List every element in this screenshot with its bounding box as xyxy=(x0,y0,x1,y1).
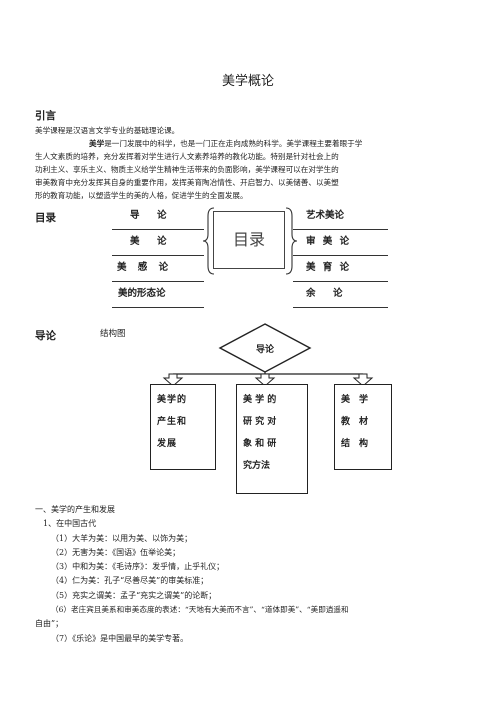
toc-heading: 目录 xyxy=(35,212,56,224)
toc-left-item-2[interactable]: 美 论 xyxy=(130,236,171,247)
toc-left-underline-4 xyxy=(112,307,204,308)
toc-right-item-4[interactable]: 余 论 xyxy=(306,288,347,299)
bold-term: 美学 xyxy=(89,139,105,148)
toc-left-item-4[interactable]: 美的形态论 xyxy=(118,288,166,299)
structure-heading: 导论 xyxy=(35,330,56,342)
structure-box-research[interactable]: 美 学 的 研 究 对 象 和 研 究方法 xyxy=(236,384,308,494)
arrow-down-icon xyxy=(254,373,276,387)
structure-box-research-line-1: 美 学 的 xyxy=(243,395,277,405)
structure-subheading: 结构图 xyxy=(100,329,126,339)
intro-line-3: 生人文素质的培养，充分发挥着对学生进行人文素养培养的教化功能。特别是针对社会上的 xyxy=(35,152,339,161)
toc-center-box: 目录 xyxy=(213,211,285,269)
section-1: 一、美学的产生和发展 1、在中国古代 （1）大羊为美：以用为美、以饰为美； （2… xyxy=(35,503,465,646)
list-item: （3）中和为美：《毛诗序》：发乎情，止乎礼仪； xyxy=(51,562,225,572)
structure-top-label: 导论 xyxy=(255,345,274,354)
structure-box-textbook-line-1: 美 学 xyxy=(341,395,369,405)
structure-box-origin-line-1: 美学的 xyxy=(157,395,188,405)
section-title: 一、美学的产生和发展 xyxy=(35,505,115,514)
toc-right-underline-2 xyxy=(293,255,388,256)
toc-left-underline-1 xyxy=(112,229,204,230)
structure-connectors xyxy=(162,323,374,387)
list-item-continuation: 自由”； xyxy=(35,619,64,629)
toc-right-item-1[interactable]: 艺术美论 xyxy=(306,210,345,221)
toc-right-underline-1 xyxy=(293,229,388,230)
toc-left-underline-3 xyxy=(112,281,204,282)
intro-line-1: 美学课程是汉语言文学专业的基础理论课。 xyxy=(35,126,180,135)
structure-box-textbook-line-3: 结 构 xyxy=(341,439,369,449)
intro-paragraph: 美学课程是汉语言文学专业的基础理论课。 美学是一门发展中的科学，也是一门正在走向… xyxy=(35,124,465,202)
toc-right-item-2[interactable]: 审 美 论 xyxy=(306,236,352,247)
list-item: （2）无害为美：《国语》伍举论美； xyxy=(51,547,181,557)
structure-box-origin-line-2: 产生和 xyxy=(157,417,188,427)
list-item: （1）大羊为美：以用为美、以饰为美； xyxy=(51,533,193,543)
list-item: （5）充实之谓美：孟子“充实之谓美”的论断； xyxy=(51,590,217,600)
arrow-down-icon xyxy=(162,373,184,387)
toc-left-item-1[interactable]: 导 论 xyxy=(130,210,171,221)
toc-left-item-3[interactable]: 美 感 论 xyxy=(117,262,173,273)
arrow-down-icon xyxy=(352,373,374,387)
intro-heading: 引言 xyxy=(35,110,56,122)
structure-box-origin[interactable]: 美学的 产生和 发展 xyxy=(150,384,216,470)
structure-box-research-line-4: 究方法 xyxy=(243,461,271,471)
list-item: （4）仁为美：孔子“尽善尽美”的审美标准； xyxy=(51,576,209,586)
structure-box-textbook[interactable]: 美 学 教 材 结 构 xyxy=(334,384,392,470)
intro-line-6: 形的教育功能，以塑造学生的美的人格，促进学生的全面发展。 xyxy=(35,191,248,200)
toc-left-underline-2 xyxy=(112,255,204,256)
toc-right-underline-4 xyxy=(293,307,388,308)
section-subtitle: 1、在中国古代 xyxy=(43,519,97,529)
structure-box-research-line-3: 象 和 研 xyxy=(243,439,277,449)
toc-right-item-3[interactable]: 美 育 论 xyxy=(306,262,352,273)
list-item: （6）老庄宾且美系和审美态度的表述：“天地有大美而不言”、“道体即美”、“美即逍… xyxy=(51,605,349,615)
structure-box-textbook-line-2: 教 材 xyxy=(341,417,369,427)
toc-braces xyxy=(202,207,298,275)
toc-center-label: 目录 xyxy=(232,230,265,249)
toc-right-underline-3 xyxy=(293,281,388,282)
intro-line-2-text: 是一门发展中的科学，也是一门正在走向成熟的科学。美学课程主要着眼于学 xyxy=(104,139,363,148)
intro-line-2: 美学是一门发展中的科学，也是一门正在走向成熟的科学。美学课程主要着眼于学 xyxy=(35,137,465,150)
intro-line-4: 功利主义、享乐主义、物质主义给学生精神生活带来的负面影响，美学课程可以在对学生的 xyxy=(35,165,339,174)
list-item: （7）《乐论》是中国最早的美学专著。 xyxy=(51,633,189,643)
structure-box-research-line-2: 研 究 对 xyxy=(243,417,277,427)
page-title: 美学概论 xyxy=(221,74,274,89)
intro-line-5: 审美教育中充分发挥其自身的重要作用，发挥美育陶冶情性、开启智力、以美储善、以美塑 xyxy=(35,178,339,187)
structure-box-origin-line-3: 发展 xyxy=(157,439,178,449)
